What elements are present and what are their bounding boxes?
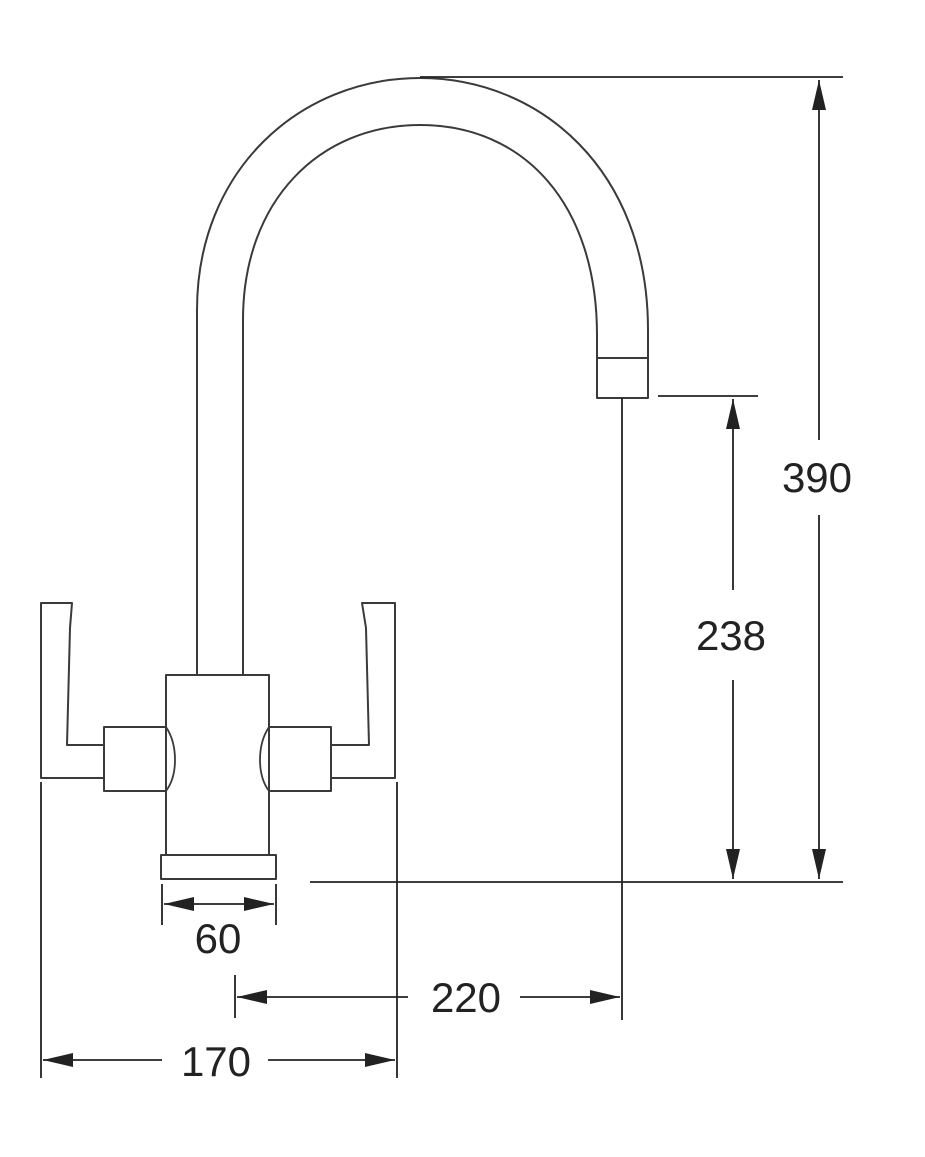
right-lever <box>330 602 396 779</box>
faucet-drawing <box>40 77 649 880</box>
reach-label: 220 <box>431 974 501 1021</box>
dimension-overall-width: 170 <box>43 1038 395 1085</box>
extension-lines <box>40 76 843 1078</box>
dimension-spout-height: 238 <box>696 399 766 879</box>
left-hub-curve <box>165 726 176 792</box>
left-handle-hub <box>103 726 167 792</box>
base-width-label: 60 <box>195 915 242 962</box>
total-height-label: 390 <box>782 454 852 501</box>
dimension-total-height: 390 <box>782 80 852 879</box>
overall-width-label: 170 <box>181 1038 251 1085</box>
faucet-body <box>165 674 270 856</box>
dimension-reach: 220 <box>237 974 620 1021</box>
left-lever <box>40 602 105 779</box>
gooseneck-spout <box>196 77 649 676</box>
right-handle-hub <box>268 726 332 792</box>
base-plate <box>160 854 277 880</box>
spout-height-label: 238 <box>696 612 766 659</box>
dimension-base-width: 60 <box>164 897 274 962</box>
right-hub-curve <box>259 726 270 792</box>
spout-outlet <box>596 357 649 399</box>
